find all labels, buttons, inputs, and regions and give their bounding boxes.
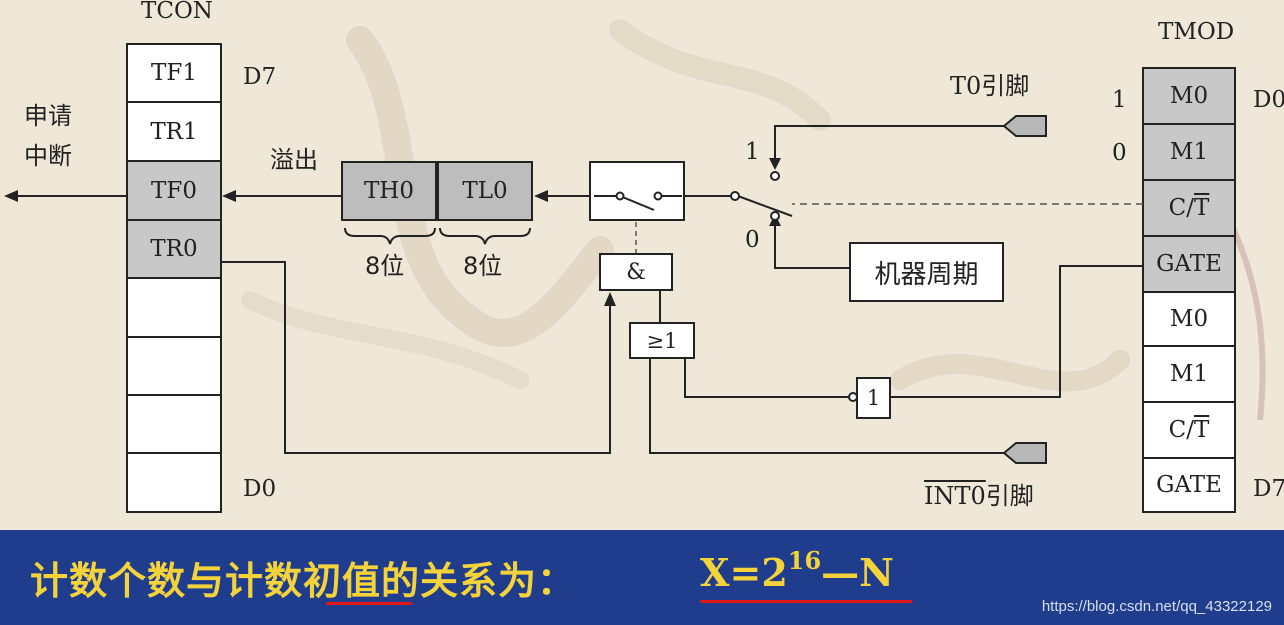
or-gate: ≥1: [646, 328, 678, 353]
tcon-bit-empty: [128, 454, 220, 511]
machine-cycle-box: 机器周期: [874, 259, 979, 290]
tmod-lower-ct: C/T: [1144, 403, 1234, 457]
tmod-m0-value: 1: [1112, 87, 1127, 113]
interrupt-request-label: 申请: [24, 102, 72, 130]
counter-tl0: TL0: [462, 178, 508, 204]
tcon-bit-empty: [128, 279, 220, 336]
highlight-underline: [326, 602, 412, 605]
int0-pin-name: INT0: [924, 482, 986, 510]
selector-one-label: 1: [745, 139, 760, 165]
watermark: https://blog.csdn.net/qq_43322129: [1041, 598, 1272, 615]
overflow-label: 溢出: [270, 146, 318, 174]
th0-width-label: 8位: [365, 252, 405, 280]
tmod-lower-m1: M1: [1144, 347, 1234, 401]
formula-exponent: 16: [787, 546, 822, 575]
not-gate: 1: [866, 386, 881, 410]
footer-formula: X=216—N: [700, 546, 894, 595]
and-gate: &: [626, 259, 646, 285]
tmod-upper-ct: C/T: [1144, 181, 1234, 235]
int0-pin-label: INT0引脚: [924, 484, 1034, 508]
selector-zero-label: 0: [745, 227, 760, 253]
tmod-d7-label: D7: [1253, 476, 1284, 502]
timer-control-diagram: [4, 43, 1236, 513]
footer-text: 计数个数与计数初值的关系为：: [30, 559, 577, 603]
tmod-upper-m0: M0: [1144, 69, 1234, 123]
tmod-lower-gate: GATE: [1144, 459, 1234, 511]
tmod-d0-label: D0: [1253, 87, 1284, 113]
tcon-bit-empty: [128, 338, 220, 394]
tcon-bit-empty: [128, 396, 220, 452]
interrupt-request-label: 中断: [24, 142, 72, 170]
tmod-m1-value: 0: [1112, 140, 1127, 166]
tcon-title: TCON: [141, 0, 213, 24]
tcon-d7-label: D7: [243, 64, 277, 90]
t0-pin-label: T0引脚: [950, 72, 1030, 100]
tcon-d0-label: D0: [243, 476, 277, 502]
int0-pin-suffix: 引脚: [985, 482, 1034, 510]
tmod-lower-ct-text: C/T: [1168, 417, 1210, 443]
tcon-bit-tf0: TF0: [128, 162, 220, 219]
tcon-bit-tr0: TR0: [128, 221, 220, 277]
background-decoration: [241, 19, 1266, 421]
footer-banner: 计数个数与计数初值的关系为： X=216—N https://blog.csdn…: [0, 530, 1284, 625]
tmod-title: TMOD: [1158, 19, 1235, 45]
tl0-width-label: 8位: [463, 252, 503, 280]
tmod-lower-m0: M0: [1144, 293, 1234, 345]
tmod-upper-ct-text: C/T: [1168, 195, 1210, 221]
formula-base: X=2: [700, 550, 788, 595]
tmod-upper-m1: M1: [1144, 125, 1234, 179]
tcon-bit-tf1: TF1: [128, 45, 220, 101]
highlight-underline: [700, 600, 912, 603]
tcon-bit-tr1: TR1: [128, 103, 220, 160]
counter-th0: TH0: [363, 178, 415, 204]
formula-tail: —N: [821, 550, 894, 595]
tmod-upper-gate: GATE: [1144, 237, 1234, 291]
